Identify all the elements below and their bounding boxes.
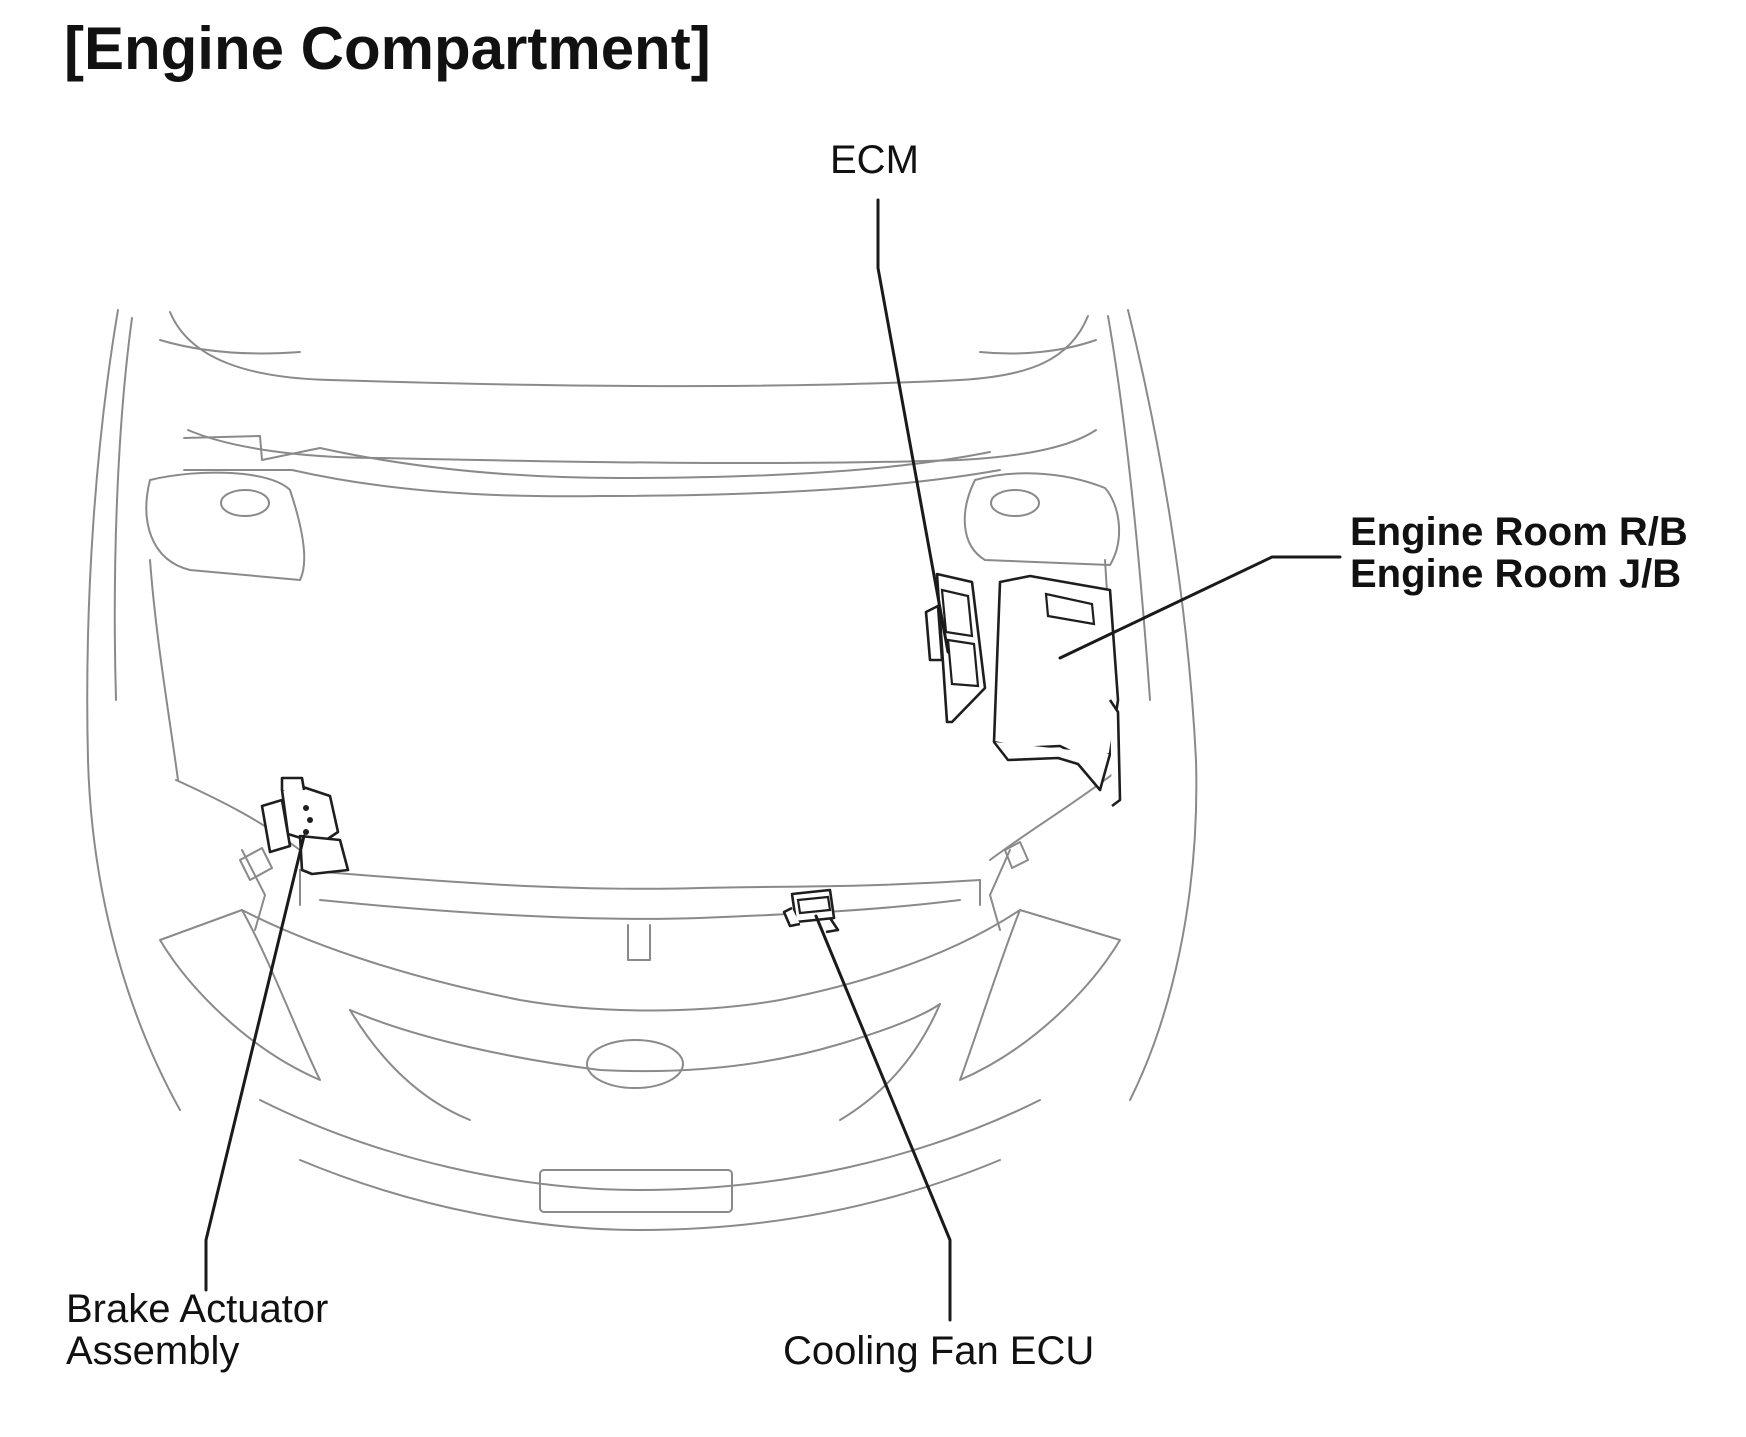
brake-actuator-label-line2: Assembly xyxy=(66,1329,240,1373)
ecm-label: ECM xyxy=(830,138,919,182)
cooling-fan-ecu-component xyxy=(782,888,840,934)
leader-lines xyxy=(204,198,1342,1322)
ecm-leader-line xyxy=(876,198,950,654)
diagram-title: [Engine Compartment] xyxy=(64,15,711,82)
cooling-fan-ecu-label: Cooling Fan ECU xyxy=(783,1329,1095,1373)
engine-room-jb-label: Engine Room J/B xyxy=(1350,552,1682,596)
brake-actuator-label-line1: Brake Actuator xyxy=(66,1287,329,1331)
engine-room-rb-jb-component xyxy=(992,574,1122,808)
brake-actuator-label: Brake Actuator Assembly xyxy=(66,1288,328,1372)
ecm-component xyxy=(924,572,987,724)
engine-room-label: Engine Room R/B Engine Room J/B xyxy=(1350,511,1688,595)
engine-room-rb-label: Engine Room R/B xyxy=(1350,510,1688,554)
cooling-fan-ecu-leader-line xyxy=(814,914,952,1322)
engine-room-leader-line xyxy=(1058,555,1342,660)
car-body-outline xyxy=(86,309,1198,1231)
brake-actuator-component xyxy=(260,776,350,876)
brake-actuator-leader-line xyxy=(204,834,306,1292)
